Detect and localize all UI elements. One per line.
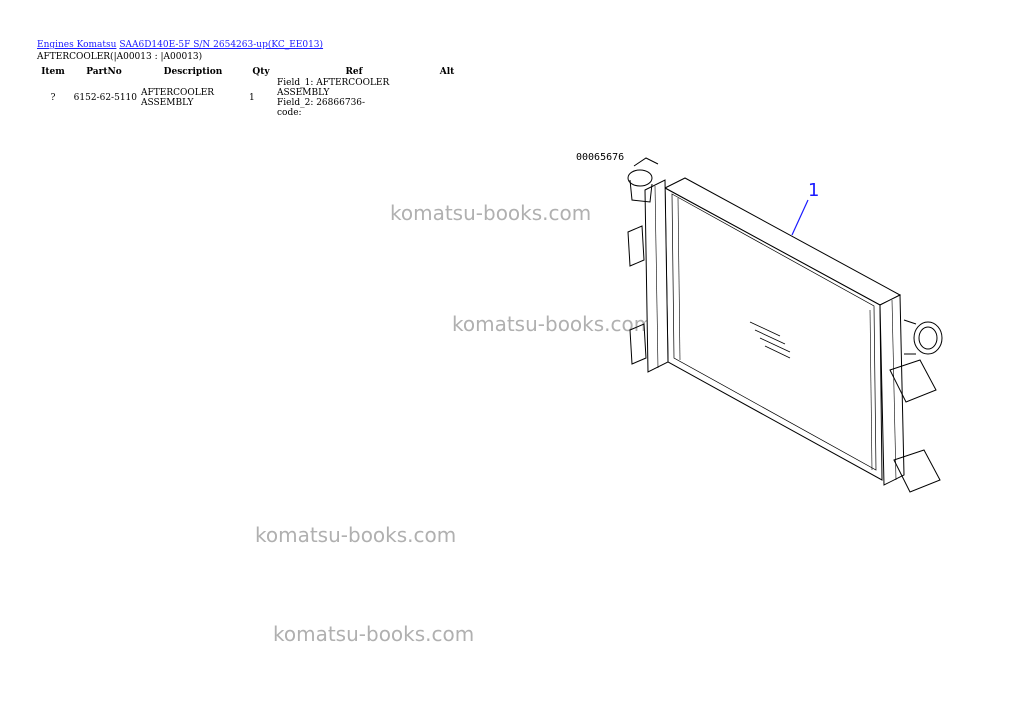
breadcrumb-link-model[interactable]: SAA6D140E-5F S/N 2654263-up(KC_EE013) — [119, 40, 324, 50]
col-ref: Ref — [345, 67, 363, 77]
cell-partno: 6152-62-5110 — [73, 93, 137, 103]
ref-line-2: Field_2: 26866736- — [277, 98, 366, 108]
aftercooler-icon — [627, 157, 943, 493]
col-qty: Qty — [252, 67, 270, 77]
cell-alt — [433, 78, 461, 118]
ref-line-1: Field_1: AFTERCOOLER ASSEMBLY — [277, 78, 390, 98]
col-partno: PartNo — [86, 67, 122, 77]
parts-table: Item PartNo Description Qty Ref Alt ? 61… — [37, 66, 461, 118]
page-subtitle: AFTERCOOLER(|A00013 : |A00013) — [37, 52, 203, 62]
breadcrumb: Engines Komatsu SAA6D140E-5F S/N 2654263… — [37, 40, 323, 50]
cell-item: ? — [50, 93, 56, 103]
ref-line-3: code: — [277, 108, 302, 118]
callout-leader — [791, 199, 809, 236]
col-alt: Alt — [439, 67, 455, 77]
breadcrumb-link-engines[interactable]: Engines Komatsu — [37, 40, 117, 50]
table-row: ? 6152-62-5110 AFTERCOOLER ASSEMBLY 1 Fi… — [37, 78, 461, 118]
watermark: komatsu-books.com — [390, 201, 592, 225]
table-header-row: Item PartNo Description Qty Ref Alt — [37, 66, 461, 78]
watermark: komatsu-books.com — [273, 622, 475, 646]
aftercooler-drawing: 00065676 1 — [576, 152, 943, 493]
cell-ref: Field_1: AFTERCOOLER ASSEMBLY Field_2: 2… — [275, 78, 433, 118]
cell-description: AFTERCOOLER ASSEMBLY — [141, 88, 215, 108]
cell-qty: 1 — [249, 93, 255, 103]
col-item: Item — [41, 67, 65, 77]
watermark: komatsu-books.com — [255, 523, 457, 547]
callout-number: 1 — [808, 180, 819, 201]
drawing-number: 00065676 — [576, 152, 624, 163]
watermark: komatsu-books.com — [452, 312, 654, 336]
col-description: Description — [163, 67, 223, 77]
